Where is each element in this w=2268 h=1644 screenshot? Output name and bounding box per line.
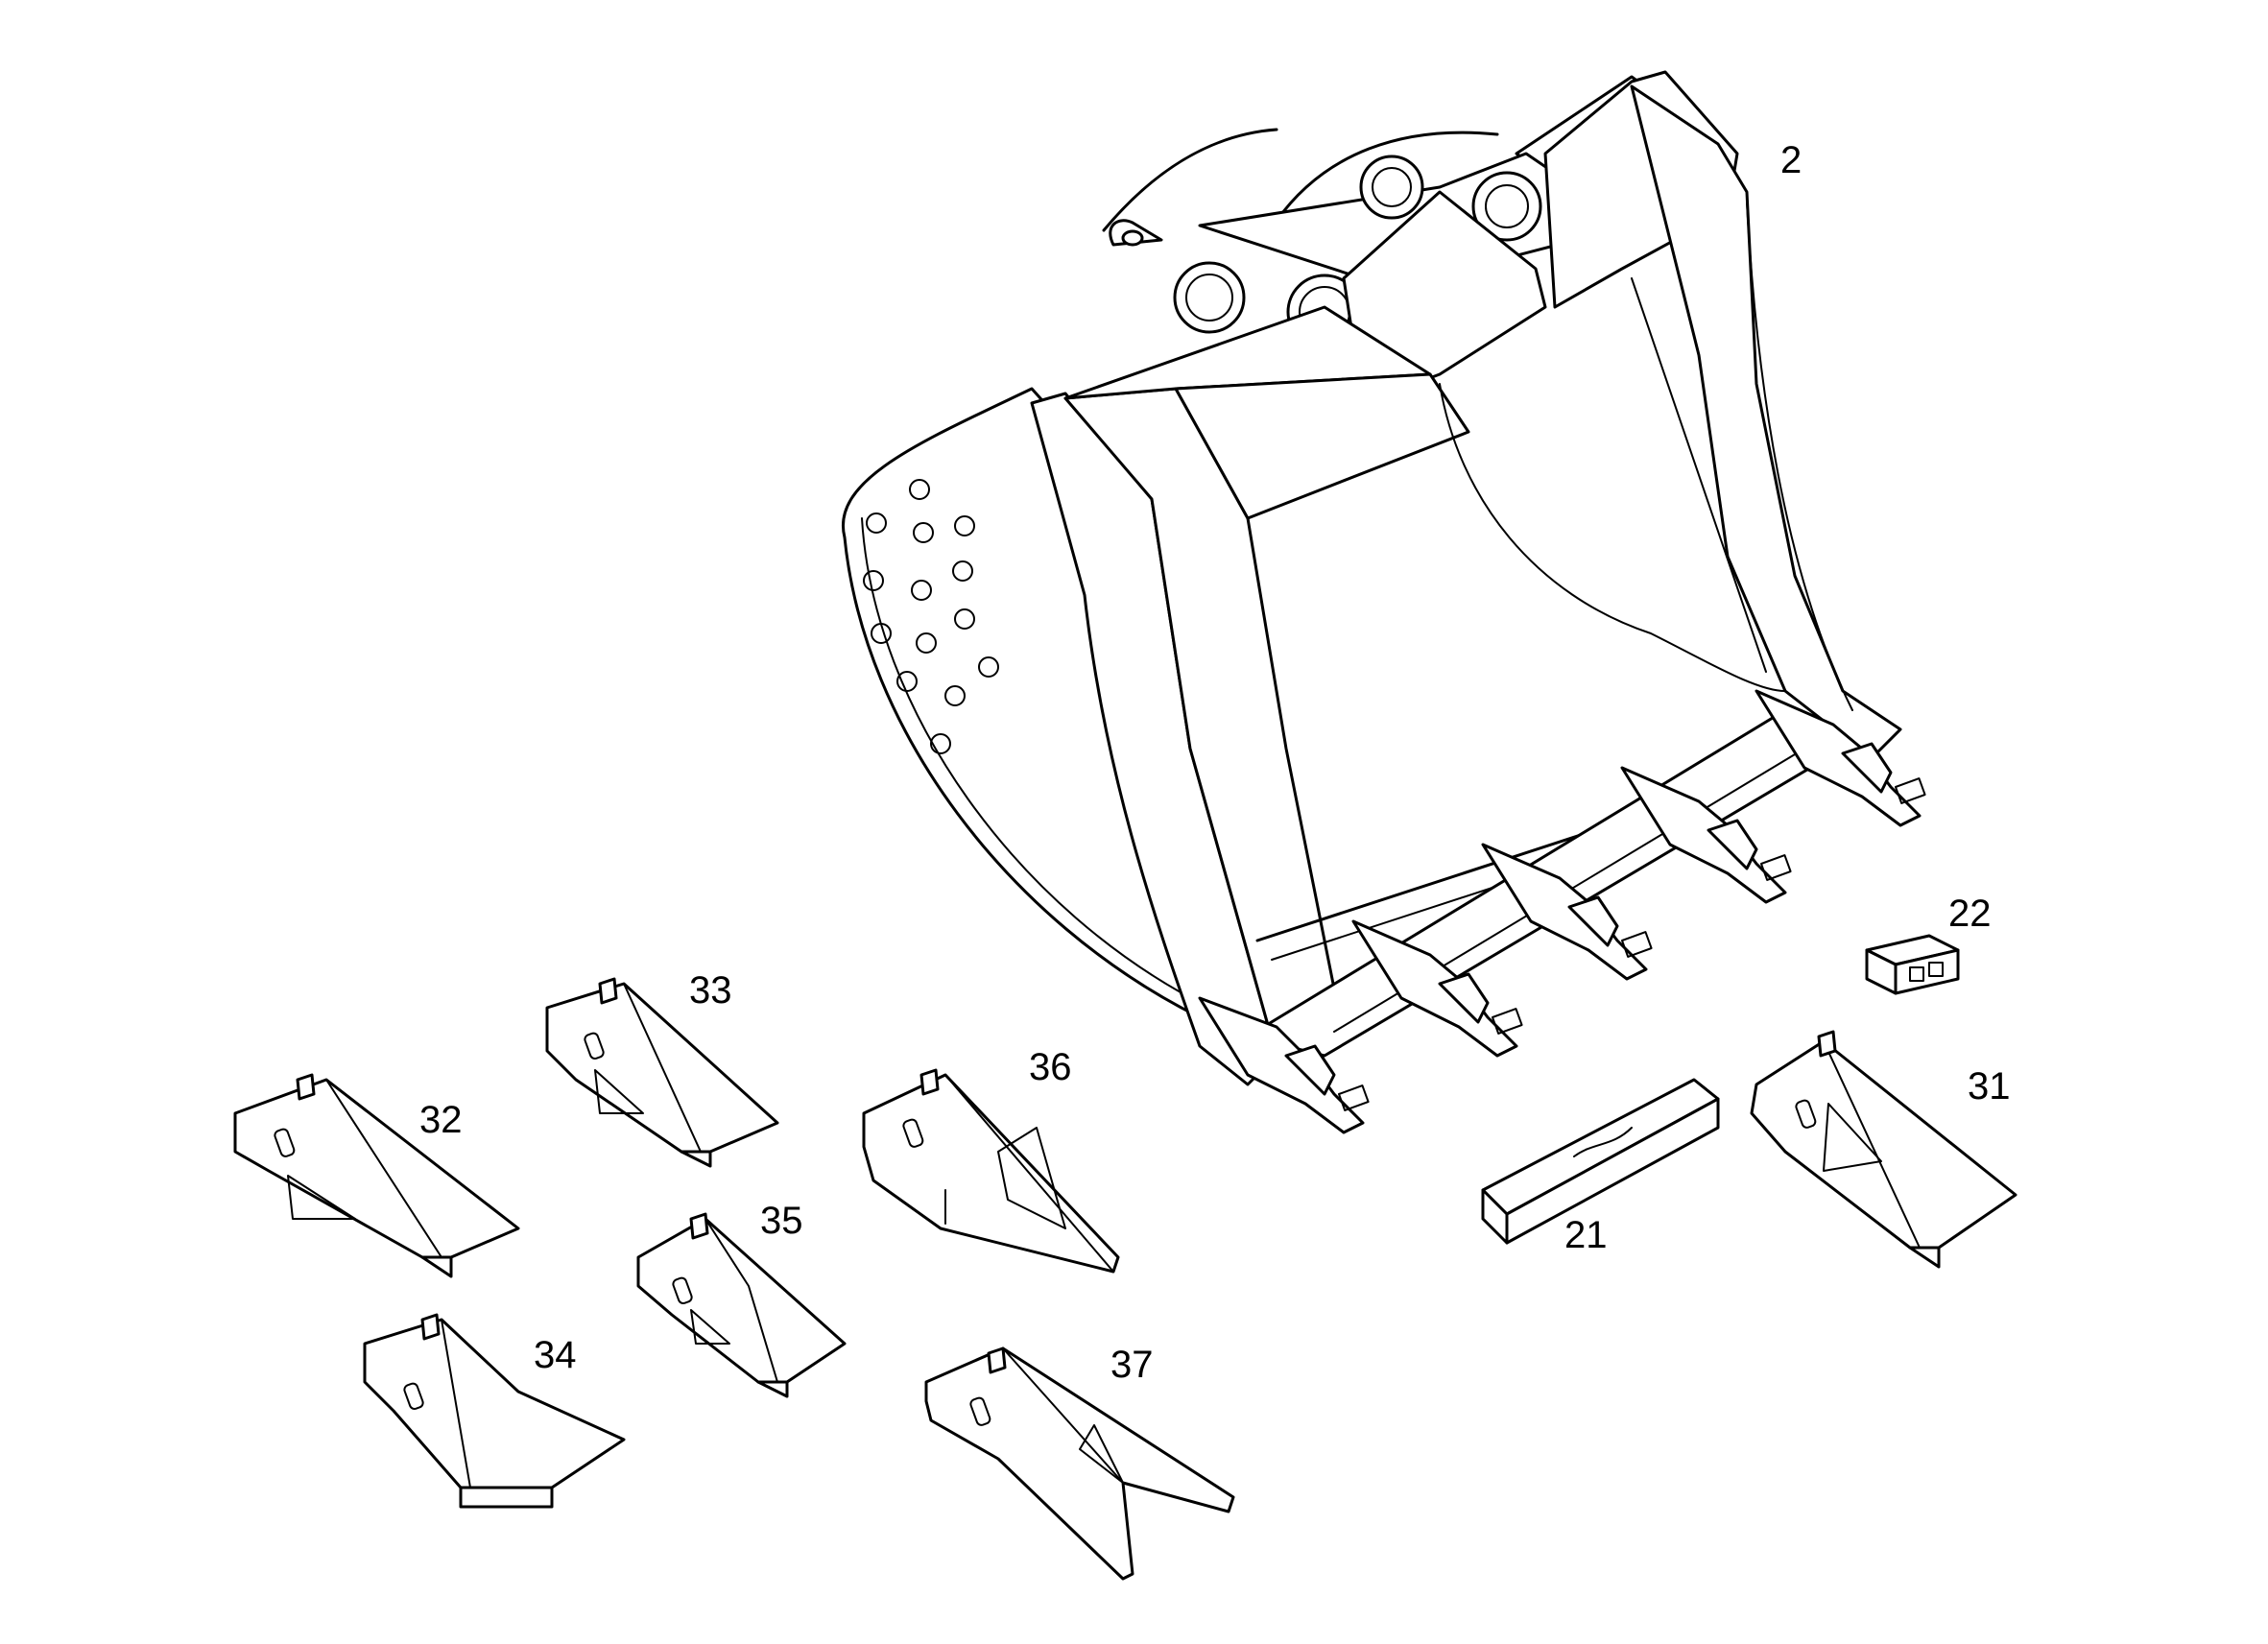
side-plate-holes: [863, 479, 999, 754]
part-32-tooth: [233, 1073, 520, 1278]
edge-adapter: [1620, 766, 1792, 904]
part-34-tooth: [363, 1313, 626, 1509]
callout-31: 31: [1968, 1065, 2011, 1108]
pin-boss: [1359, 155, 1424, 220]
part-37-tooth: [924, 1346, 1235, 1581]
edge-adapter: [1351, 919, 1523, 1058]
bucket-assembly: [842, 70, 1926, 1134]
callout-22: 22: [1948, 893, 1992, 935]
callout-21: 21: [1564, 1214, 1608, 1256]
pin-boss: [1471, 171, 1542, 242]
part-21-side-cutter: [1481, 1078, 1720, 1245]
part-36-tooth: [862, 1068, 1120, 1274]
callout-32: 32: [419, 1099, 463, 1141]
callout-2: 2: [1780, 139, 1802, 181]
callout-34: 34: [534, 1334, 577, 1376]
edge-adapter: [1198, 996, 1370, 1134]
callout-36: 36: [1029, 1046, 1072, 1088]
edge-adapter: [1481, 843, 1653, 981]
part-31-tooth: [1750, 1030, 2017, 1269]
part-22-retainer: [1865, 934, 1960, 995]
callout-35: 35: [760, 1200, 803, 1242]
callout-33: 33: [689, 969, 732, 1012]
edge-adapter: [1755, 689, 1926, 827]
pin-boss: [1173, 261, 1246, 334]
callout-37: 37: [1110, 1344, 1154, 1386]
part-35-tooth: [636, 1212, 847, 1398]
part-33-tooth: [545, 977, 779, 1168]
